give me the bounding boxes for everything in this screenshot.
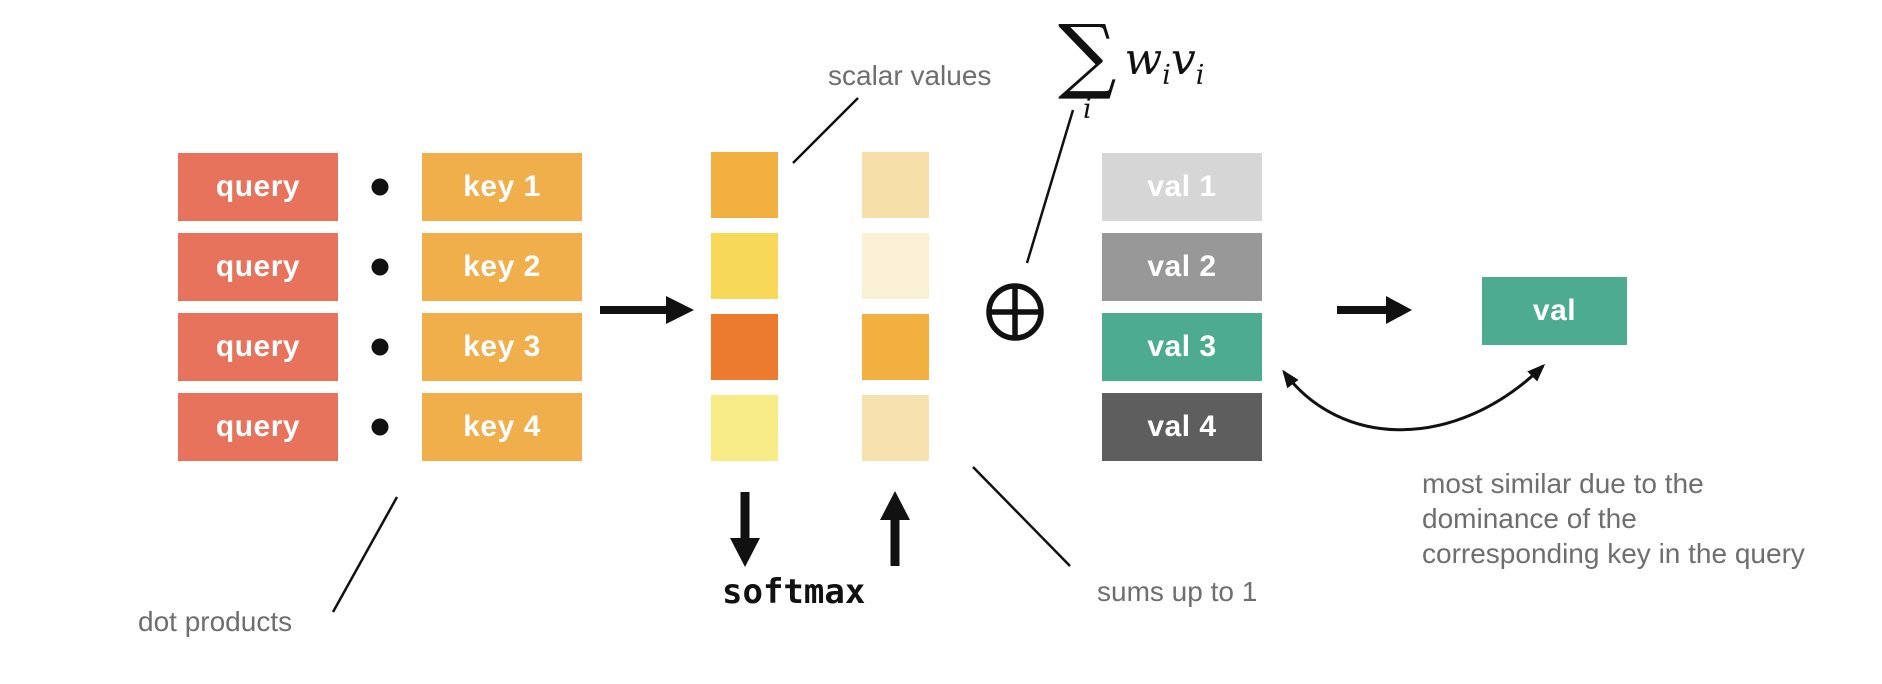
similarity-curved-arrow xyxy=(1282,363,1546,432)
softmax-down-arrow-icon xyxy=(730,492,760,567)
val-label-2: val 2 xyxy=(1147,250,1217,283)
dot-operator-4 xyxy=(371,418,389,436)
v-var: v xyxy=(1170,34,1196,85)
sigma-glyph: ∑ xyxy=(1058,8,1117,103)
key-box-3: key 3 xyxy=(422,313,582,381)
key-box-2: key 2 xyxy=(422,233,582,301)
query-box-1: query xyxy=(178,153,338,221)
scalar-values-line xyxy=(792,97,859,164)
most-similar-line-3: corresponding key in the query xyxy=(1422,538,1805,569)
query-box-3: query xyxy=(178,313,338,381)
scalar-values-label: scalar values xyxy=(828,60,992,91)
sum-symbol: ∑ i xyxy=(1058,8,1117,125)
formula-to-plus-line xyxy=(1025,109,1075,264)
sums-up-to-1-line xyxy=(972,466,1071,567)
query-box-2: query xyxy=(178,233,338,301)
key-box-4: key 4 xyxy=(422,393,582,461)
raw-weight-swatch-3 xyxy=(711,314,778,380)
val-label-4: val 4 xyxy=(1147,410,1217,443)
to-weights-arrow-icon xyxy=(600,296,694,324)
dot-products-label: dot products xyxy=(138,606,293,637)
raw-weight-swatch-2 xyxy=(711,233,778,299)
softmax-weight-swatch-3 xyxy=(862,314,929,380)
to-result-arrow-icon xyxy=(1337,296,1412,324)
circled-plus-icon xyxy=(986,283,1044,341)
most-similar-line-1: most similar due to the xyxy=(1422,468,1704,499)
dot-operator-2 xyxy=(371,258,389,276)
raw-weight-swatch-4 xyxy=(711,395,778,461)
weighted-sum-formula: ∑ i wivi xyxy=(1058,8,1205,125)
sums-up-to-1-label: sums up to 1 xyxy=(1097,576,1258,607)
key-box-1: key 1 xyxy=(422,153,582,221)
raw-weight-swatch-1 xyxy=(711,152,778,218)
val-label-3: val 3 xyxy=(1147,330,1217,363)
most-similar-note: most similar due to the dominance of the… xyxy=(1422,466,1805,571)
dot-products-line xyxy=(331,496,399,613)
w-var: w xyxy=(1124,34,1163,85)
softmax-weight-swatch-2 xyxy=(862,233,929,299)
query-label-3: query xyxy=(215,330,301,363)
w-sub: i xyxy=(1162,59,1171,91)
v-sub: i xyxy=(1195,59,1205,91)
val-box-1: val 1 xyxy=(1102,153,1262,221)
dot-operator-1 xyxy=(371,178,389,196)
softmax-weight-swatch-1 xyxy=(862,152,929,218)
query-label-4: query xyxy=(215,410,301,443)
val-box-3: val 3 xyxy=(1102,313,1262,381)
val-box-2: val 2 xyxy=(1102,233,1262,301)
query-label-2: query xyxy=(215,250,301,283)
most-similar-line-2: dominance of the xyxy=(1422,503,1637,534)
key-label-2: key 2 xyxy=(463,250,541,283)
query-label-1: query xyxy=(215,170,301,203)
val-label-1: val 1 xyxy=(1147,170,1217,203)
key-label-1: key 1 xyxy=(463,170,541,203)
key-label-3: key 3 xyxy=(463,330,541,363)
result-val-label: val xyxy=(1532,294,1577,327)
key-label-4: key 4 xyxy=(463,410,541,443)
softmax-weight-swatch-4 xyxy=(862,395,929,461)
softmax-up-arrow-icon xyxy=(880,491,910,566)
val-box-4: val 4 xyxy=(1102,393,1262,461)
softmax-label: softmax xyxy=(722,572,866,612)
formula-terms: wivi xyxy=(1125,34,1205,91)
dot-operator-3 xyxy=(371,338,389,356)
sum-index: i xyxy=(1082,94,1092,125)
result-val-box: val xyxy=(1482,277,1627,345)
query-box-4: query xyxy=(178,393,338,461)
